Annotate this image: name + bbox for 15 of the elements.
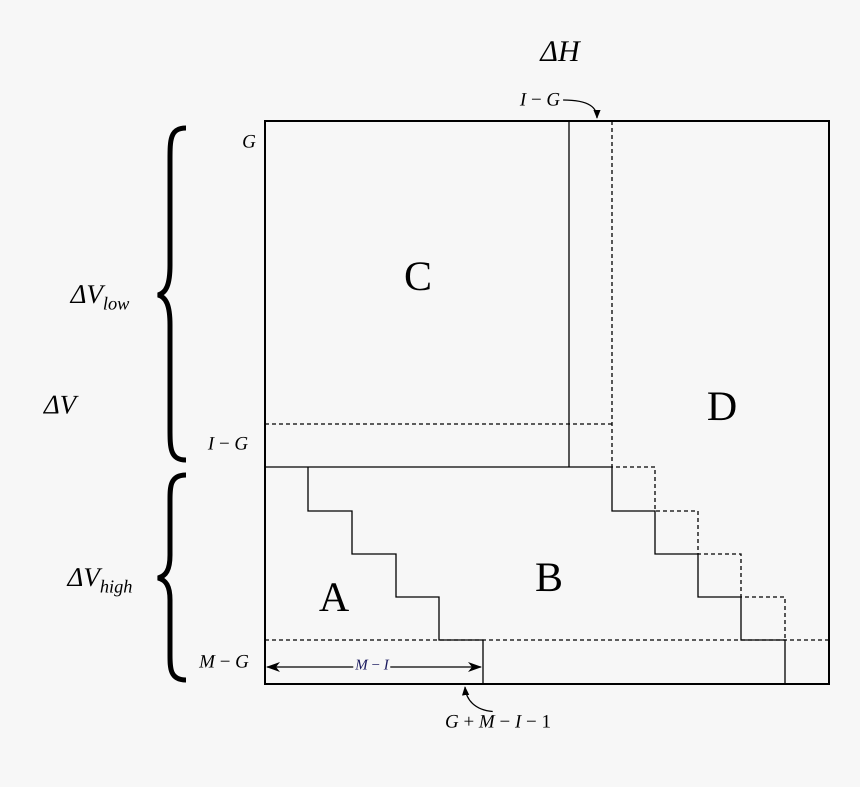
math-label: I − G bbox=[520, 90, 560, 110]
leader-line bbox=[462, 686, 493, 712]
tick-label: I − G bbox=[208, 434, 248, 454]
tick-label: G bbox=[242, 132, 256, 152]
region-label: C bbox=[404, 256, 432, 298]
brace-label: ΔV$_{high}$ bbox=[68, 564, 132, 596]
brace-label: ΔV$_{low}$ bbox=[70, 281, 130, 313]
math-label: G + M − I − 1 bbox=[444, 712, 552, 732]
tick-label: M − G bbox=[199, 652, 249, 672]
axis-label: ΔV bbox=[44, 392, 76, 418]
leader-line bbox=[563, 99, 600, 119]
region-label: B bbox=[535, 557, 563, 599]
axis-label: ΔH bbox=[540, 37, 580, 67]
region-label: D bbox=[706, 386, 738, 428]
region-label: A bbox=[318, 577, 350, 619]
